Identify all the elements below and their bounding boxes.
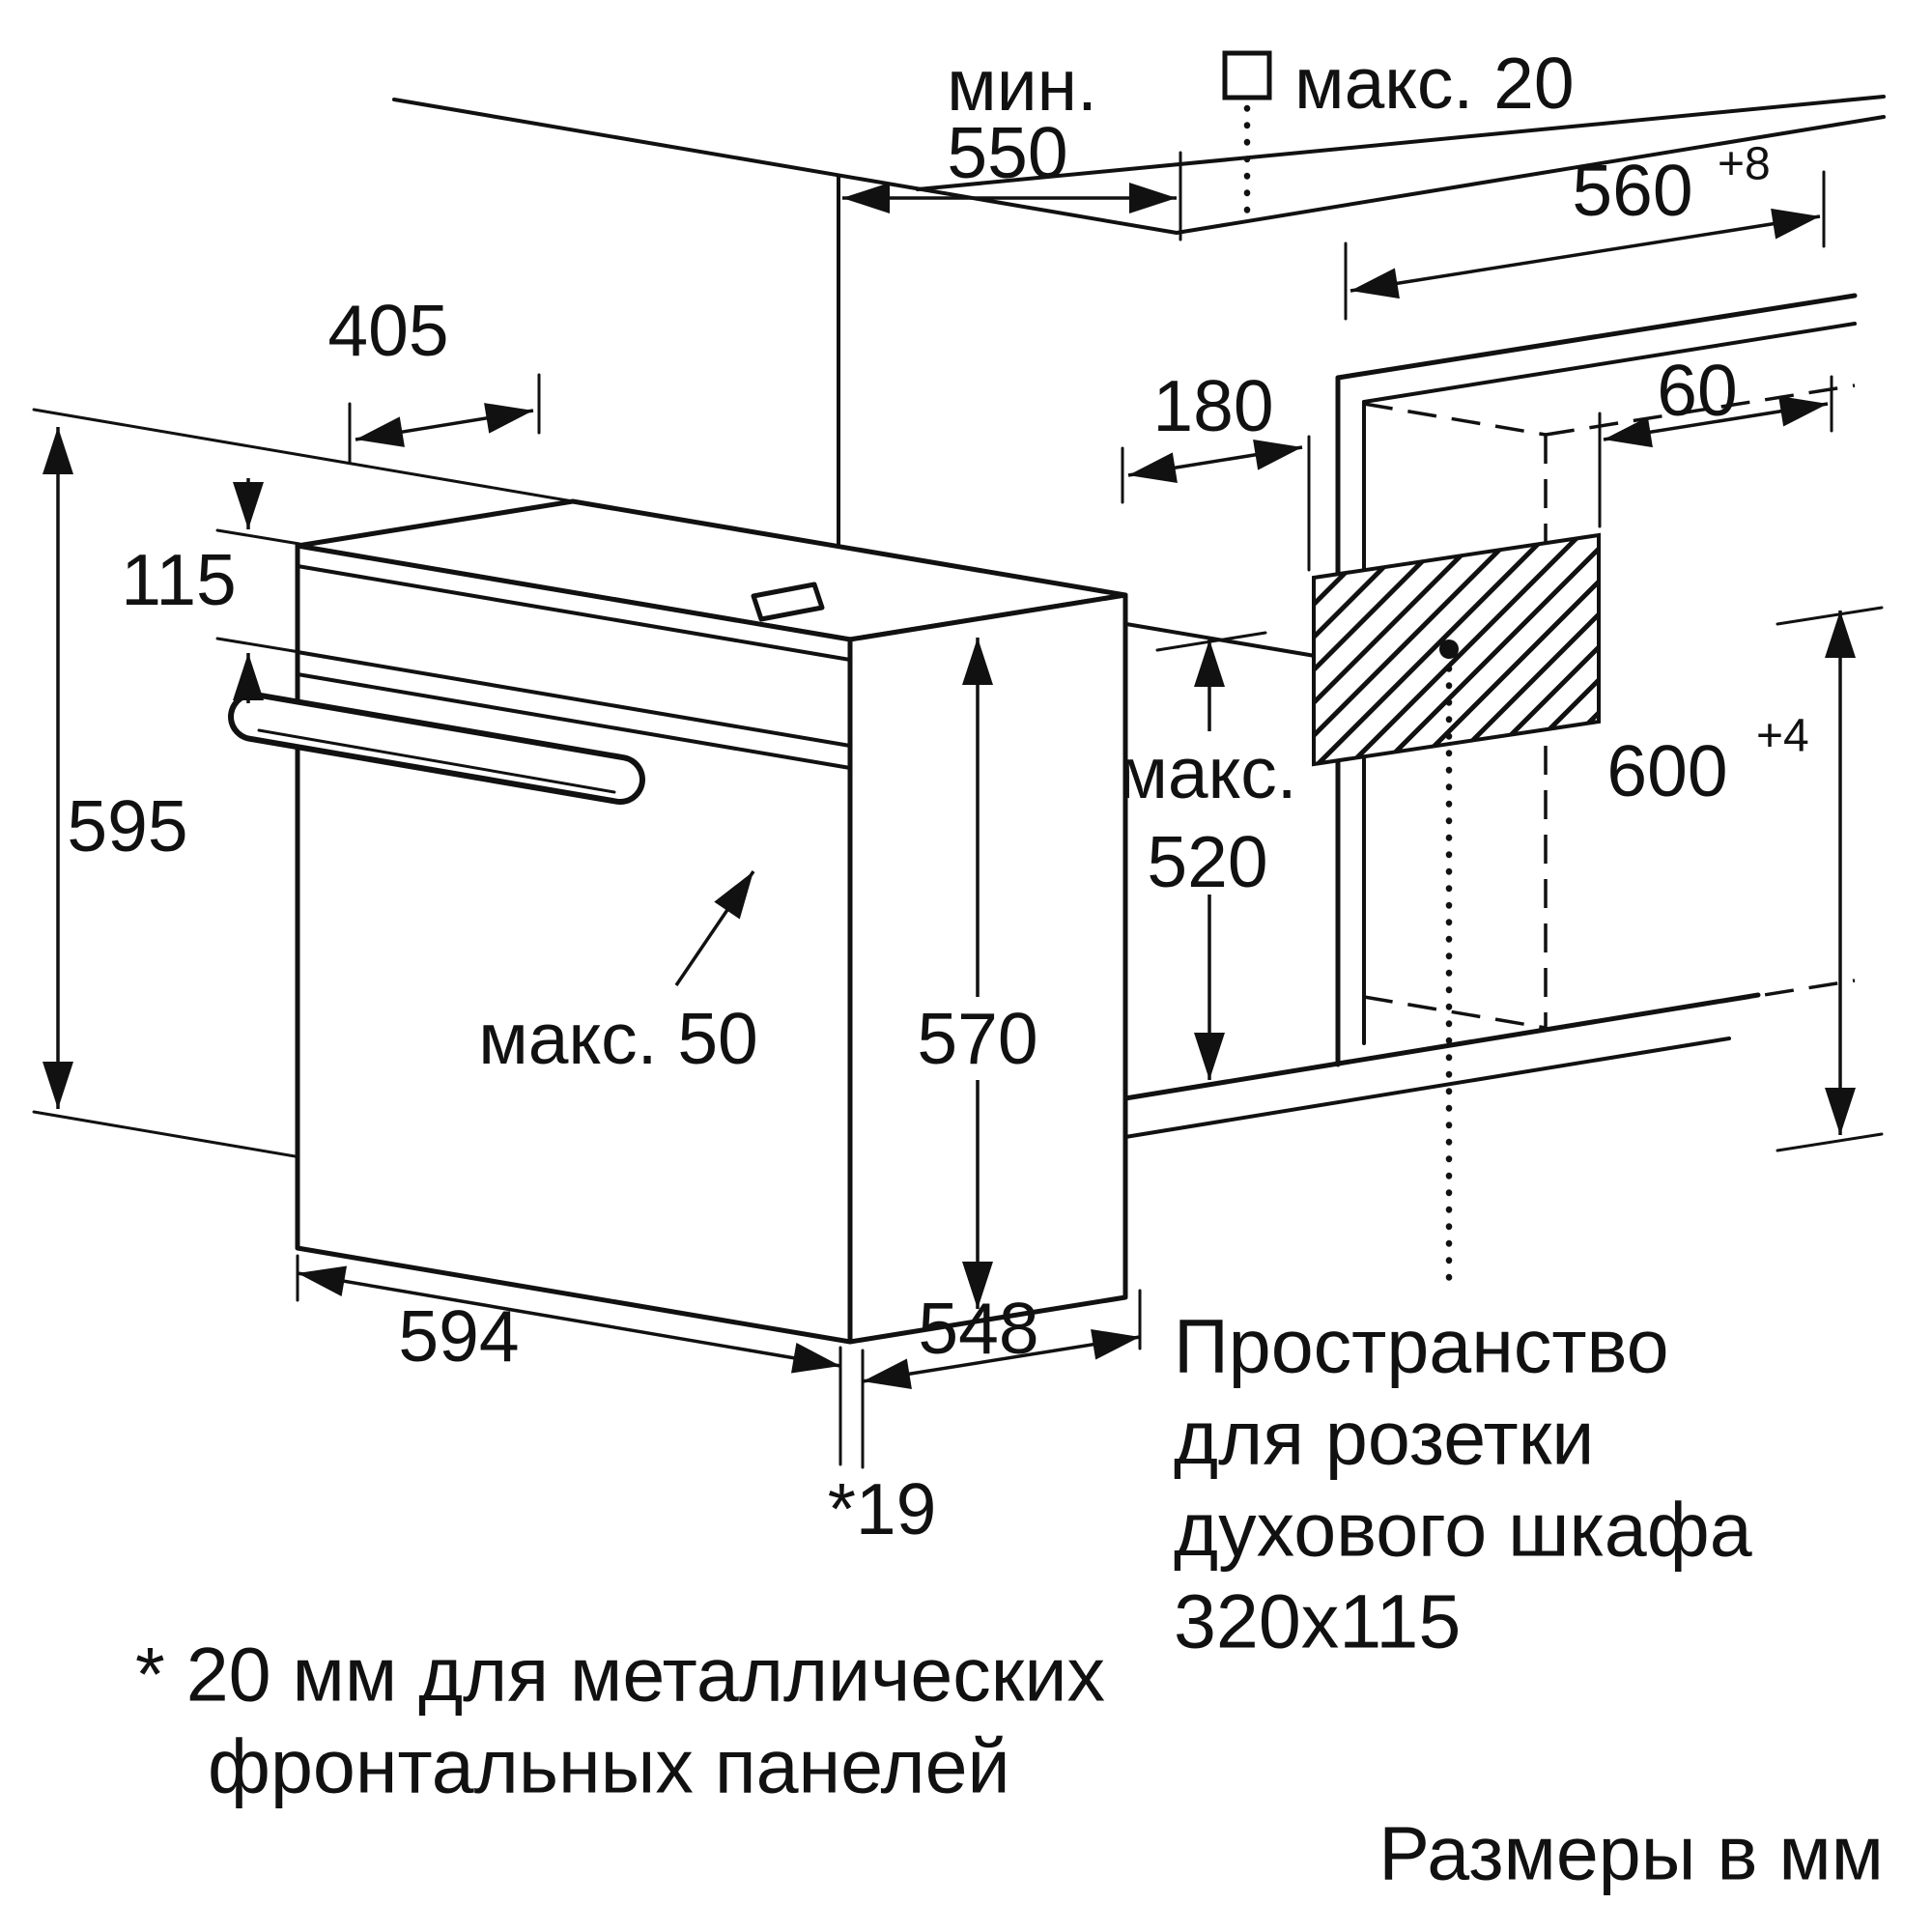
worktop-back-edge-line [916, 95, 1886, 191]
oven [228, 498, 1128, 1345]
niche-hidden-bottom-left-edge [1363, 995, 1547, 1030]
dimension-labels: мин. 550 макс. 20 560 +8 405 115 595 180… [67, 43, 1808, 1549]
ext-115-bottom [215, 637, 301, 654]
socket-note-line-1: Пространство [1174, 1303, 1669, 1389]
niche-top-edge [1335, 293, 1858, 381]
label-19: *19 [828, 1468, 937, 1549]
label-570: 570 [917, 998, 1037, 1079]
label-max20: макс. 20 [1294, 43, 1575, 124]
label-600: 600 [1606, 730, 1727, 811]
label-60: 60 [1657, 350, 1737, 431]
ext-600-top [1776, 606, 1884, 626]
worktop-front-edge-line [1175, 115, 1886, 235]
control-panel-bottom-line [296, 650, 852, 748]
niche-floor-thickness-edge [1123, 1037, 1731, 1139]
label-180: 180 [1152, 365, 1273, 446]
socket-note-line-3: духового шкафа [1174, 1487, 1752, 1573]
dim-60-arrow [1603, 395, 1829, 448]
units-note: Размеры в мм [1378, 1810, 1884, 1896]
label-560-tolerance: +8 [1718, 139, 1771, 190]
label-115: 115 [121, 539, 237, 620]
ext-595-top [32, 408, 575, 503]
socket-space [1312, 532, 1601, 1287]
oven-right-face [847, 592, 1128, 1345]
label-maks: макс. [1118, 732, 1296, 813]
max20-square-symbol [1222, 50, 1272, 100]
ext-600-bottom [1776, 1132, 1884, 1152]
socket-point-dot [1439, 639, 1459, 659]
dim-560-arrow [1350, 208, 1821, 299]
label-600-tolerance: +4 [1756, 711, 1809, 762]
label-594: 594 [398, 1295, 519, 1377]
dim-180-arrow [1127, 439, 1303, 484]
label-405: 405 [327, 290, 448, 371]
door-top-line [296, 672, 852, 770]
label-595: 595 [67, 785, 187, 867]
control-panel-top-line [296, 564, 852, 662]
worktop-edge-behind-oven-line [1119, 621, 1340, 662]
label-min: мин. [947, 44, 1097, 126]
dim-max50-pointer [674, 870, 755, 986]
ext-115-top [215, 528, 301, 546]
niche-hidden-top-left-edge [1363, 402, 1547, 437]
door-handle-fill [234, 697, 639, 799]
label-550: 550 [947, 112, 1067, 193]
socket-note: Пространство для розетки духового шкафа … [1174, 1303, 1752, 1664]
ext-520-top [1155, 631, 1267, 652]
dim-594-arrow [297, 1265, 841, 1374]
niche-floor-front-edge [1122, 992, 1761, 1101]
socket-note-line-2: для розетки [1174, 1395, 1594, 1481]
label-548: 548 [918, 1288, 1038, 1369]
dim-548-arrow [862, 1328, 1141, 1390]
footnote-line-2: фронтальных панелей [208, 1723, 1010, 1809]
label-520: 520 [1147, 821, 1267, 902]
socket-note-line-4: 320x115 [1174, 1578, 1461, 1664]
label-560: 560 [1572, 150, 1692, 231]
top-vent-detail [751, 582, 825, 622]
footnote-line-1: * 20 мм для металлических [135, 1632, 1105, 1718]
niche-top-inner-edge [1362, 322, 1857, 404]
label-max50: макс. 50 [478, 998, 758, 1079]
door-handle-inner-line [257, 728, 616, 794]
dimension-lines [43, 50, 1884, 1469]
dim-405-arrow [355, 403, 534, 447]
footnote: * 20 мм для металлических фронтальных па… [135, 1632, 1105, 1809]
